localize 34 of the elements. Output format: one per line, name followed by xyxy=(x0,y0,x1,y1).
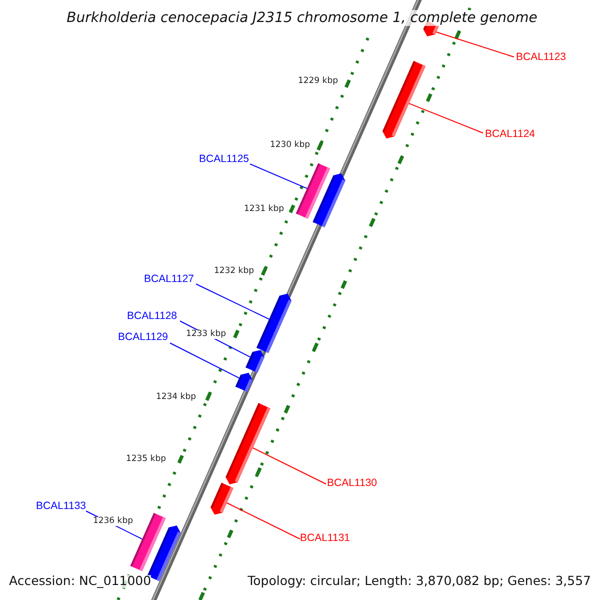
scale-label: 1231 kbp xyxy=(244,205,284,214)
leader-line xyxy=(250,164,308,189)
scale-label: 1232 kbp xyxy=(214,267,254,276)
scale-label: 1233 kbp xyxy=(186,330,226,338)
footer-text: Topology: circular; Length: 3,870,082 bp; Genes: 3,557 xyxy=(248,575,591,588)
gene-feature xyxy=(226,403,270,484)
gene-feature xyxy=(210,482,234,515)
gene-label: BCAL1127 xyxy=(144,274,194,284)
leader-line xyxy=(408,102,484,134)
gene-label: BCAL1124 xyxy=(485,129,536,140)
gene-label: BCAL1133 xyxy=(36,501,86,512)
gene-feature xyxy=(312,173,346,228)
diagram-title: Burkholderia cenocepacia J2315 chromosome 1, complete genome xyxy=(66,10,538,26)
gene-feature xyxy=(382,60,426,138)
scale-label: 1235 kbp xyxy=(126,455,166,464)
scale-label: 1230 kbp xyxy=(270,141,310,150)
leader-line xyxy=(226,502,300,540)
leader-line xyxy=(196,284,270,320)
gene-feature xyxy=(256,294,292,353)
gene-label: BCAL1130 xyxy=(327,478,378,488)
leader-line xyxy=(252,447,326,484)
gene-label: BCAL1129 xyxy=(118,332,168,342)
leader-line xyxy=(436,32,514,58)
leader-line xyxy=(170,342,240,379)
scale-label: 1229 kbp xyxy=(298,77,338,86)
footer-text: Accession: NC_011000 xyxy=(9,575,152,588)
gene-feature xyxy=(235,372,253,392)
gene-label: BCAL1125 xyxy=(198,154,249,164)
gene-label: BCAL1123 xyxy=(516,52,566,62)
gene-label: BCAL1131 xyxy=(300,533,350,544)
scale-label: 1236 kbp xyxy=(92,517,133,526)
gene-feature xyxy=(246,350,264,373)
gene-label: BCAL1128 xyxy=(126,311,177,322)
scale-label: 1234 kbp xyxy=(156,393,196,402)
